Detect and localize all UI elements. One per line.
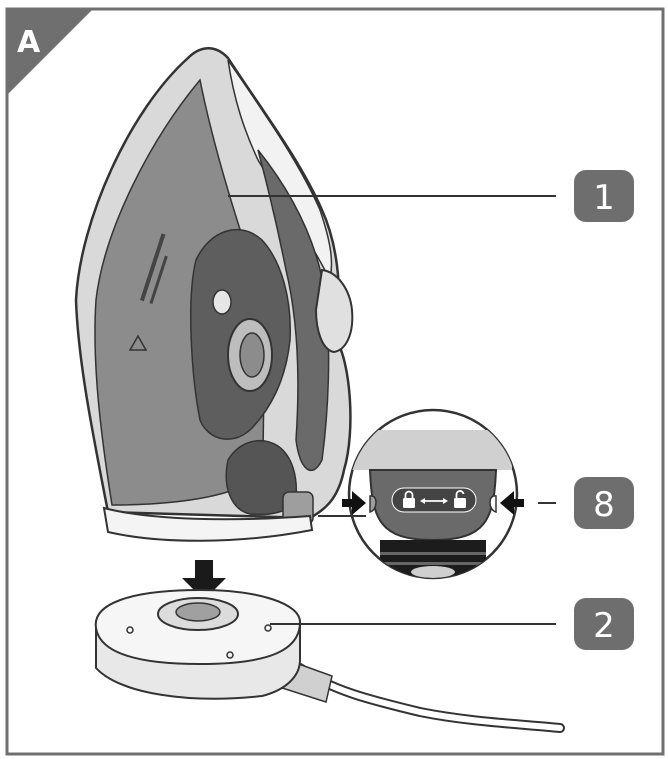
- lock-closed-icon: [403, 490, 415, 508]
- callout-1-label: 1: [593, 178, 615, 218]
- press-arrow-right-icon: [500, 491, 524, 515]
- callout-1: 1: [574, 170, 634, 222]
- screw-icon: [226, 651, 234, 659]
- callout-8-label: 8: [593, 485, 615, 525]
- figure-frame: [5, 7, 665, 756]
- corner-label: A: [17, 25, 41, 60]
- callout-2-label: 2: [593, 606, 615, 646]
- left-latch: [369, 495, 377, 513]
- spray-button: [212, 289, 232, 315]
- soleplate: [102, 506, 314, 542]
- lock-open-icon: [454, 490, 466, 508]
- lock-detail-magnifier: [347, 408, 519, 580]
- right-latch: [489, 495, 497, 513]
- warning-triangle-icon: [128, 334, 148, 351]
- down-arrow-icon: [182, 560, 226, 600]
- callout-8: 8: [574, 477, 634, 529]
- charging-base: [94, 588, 565, 733]
- side-markings: [140, 233, 168, 305]
- power-cable-outline: [295, 663, 565, 733]
- base-connector-center: [175, 602, 221, 622]
- screw-icon: [126, 626, 134, 634]
- screw-icon: [264, 624, 272, 632]
- corner-tab: [7, 9, 93, 95]
- double-arrow-icon: [420, 498, 448, 504]
- press-arrow-left-icon: [342, 491, 366, 515]
- dial-center: [239, 332, 265, 378]
- callout-2: 2: [574, 598, 634, 650]
- iron-handle-grip: [257, 149, 330, 472]
- steam-iron: [74, 47, 354, 542]
- water-inlet-cap: [314, 268, 354, 354]
- power-cable: [297, 665, 563, 731]
